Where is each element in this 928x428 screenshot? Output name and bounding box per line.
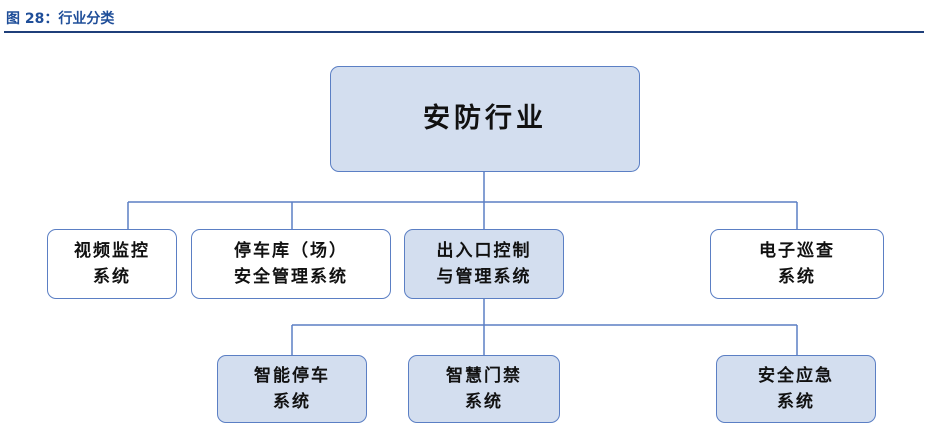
node-label-line2: 与管理系统	[436, 267, 532, 287]
node-label-line2: 系统	[465, 392, 503, 412]
node-label-line2: 系统	[777, 392, 815, 412]
node-label-line2: 安全管理系统	[234, 267, 348, 287]
node-label-line1: 电子巡查	[759, 240, 835, 261]
node-label-line2: 系统	[93, 267, 131, 287]
figure-title: 图 28：行业分类	[6, 11, 115, 27]
root-label: 安防行业	[423, 103, 547, 135]
node-label-line2: 系统	[778, 267, 816, 287]
node-video-surveillance: 视频监控 系统	[47, 229, 177, 299]
node-parking-security: 停车库（场） 安全管理系统	[191, 229, 391, 299]
node-label-line1: 出入口控制	[436, 240, 532, 261]
node-label-line1: 安全应急	[758, 365, 834, 386]
node-access-control: 出入口控制 与管理系统	[404, 229, 564, 299]
node-label-line1: 智能停车	[254, 365, 330, 386]
node-electronic-patrol: 电子巡查 系统	[710, 229, 884, 299]
node-label-line1: 智慧门禁	[446, 365, 522, 386]
node-label-line2: 系统	[273, 392, 311, 412]
node-smart-gate: 智慧门禁 系统	[408, 355, 560, 423]
node-label-line1: 视频监控	[74, 240, 150, 261]
root-node: 安防行业	[330, 66, 640, 172]
node-label-line1: 停车库（场）	[234, 240, 348, 261]
node-smart-parking: 智能停车 系统	[217, 355, 367, 423]
node-security-emergency: 安全应急 系统	[716, 355, 876, 423]
title-divider	[4, 31, 924, 33]
